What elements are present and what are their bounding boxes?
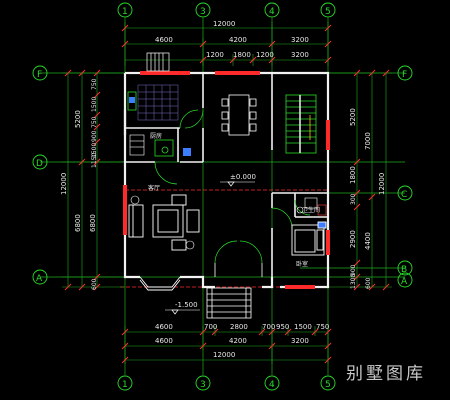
bottom-dim-a5: 950 <box>276 323 289 331</box>
left-upper-dim: 5200 <box>74 110 82 128</box>
top-dim-sub-3: 1200 <box>256 51 274 59</box>
room-tag-bath: 卫生间 <box>302 206 320 214</box>
right-mid-dim-2: 2900 <box>349 230 357 248</box>
bottom-dim-a2: 700 <box>204 323 217 331</box>
axis-left-d: D <box>36 159 43 169</box>
bottom-dim-b1: 4600 <box>155 337 173 345</box>
right-mid-dim: 1800 <box>349 166 357 184</box>
level-marker-entry <box>165 309 200 315</box>
axis-right-f: F <box>402 70 407 80</box>
top-dim-sub-4: 3200 <box>291 51 309 59</box>
axis-bottom-3: 3 <box>200 380 206 390</box>
bottom-dimensions <box>124 326 329 364</box>
bay-window <box>139 276 181 291</box>
right-dim-ticks <box>353 69 390 291</box>
axis-left-a: A <box>36 274 43 284</box>
left-lower-dim: 6800 <box>74 214 82 232</box>
top-dim-1: 4600 <box>155 36 173 44</box>
bottom-dim-b2: 4200 <box>229 337 247 345</box>
right-small-1: 900 <box>350 264 357 276</box>
top-dim-sub-2: 1800 <box>233 51 251 59</box>
axis-right-c: C <box>401 190 407 200</box>
axis-right-b: B <box>401 265 407 275</box>
axis-bottom-5: 5 <box>325 380 331 390</box>
right-small-2: 1300 <box>350 274 357 289</box>
left-bottom-dim: 600 <box>91 278 98 290</box>
bottom-dim-ticks <box>121 328 332 364</box>
left-dim-ticks <box>64 69 101 291</box>
left-lower-dim-2: 6800 <box>89 214 97 232</box>
bath-fixtures <box>127 91 191 157</box>
top-total-dim: 12000 <box>213 20 235 28</box>
level-entry-label: -1.500 <box>175 301 198 309</box>
window-openings <box>123 71 330 289</box>
top-dimensions <box>124 22 329 66</box>
right-total-dim: 12000 <box>378 173 386 195</box>
left-detail-2: 1500 <box>91 97 98 112</box>
dining-table <box>221 94 257 136</box>
axis-top-4: 4 <box>269 7 275 17</box>
bottom-dim-a4: 700 <box>262 323 275 331</box>
right-small-3: 600 <box>365 277 372 289</box>
bottom-total-dim: 12000 <box>213 351 235 359</box>
left-detail-6: 1150 <box>91 153 98 168</box>
bathroom-tiles <box>137 84 179 121</box>
small-bath-fixtures <box>296 197 327 216</box>
top-dim-ticks <box>121 24 332 64</box>
bottom-dim-a7: 750 <box>316 323 329 331</box>
right-dimensions <box>328 72 392 288</box>
left-detail-1: 750 <box>91 78 98 90</box>
staircase <box>285 94 317 154</box>
axis-top-1: 1 <box>122 7 128 17</box>
entry-steps <box>206 287 252 319</box>
left-detail-5: 1500 <box>91 143 98 158</box>
axis-top-3: 3 <box>200 7 206 17</box>
bottom-dim-a1: 4600 <box>155 323 173 331</box>
lower-bath-fixtures <box>129 134 145 156</box>
watermark-text: 别墅图库 <box>346 364 426 384</box>
utility-stair-top-left <box>146 52 170 72</box>
room-tag-kitchen: 厨房 <box>150 132 162 140</box>
axis-left-f: F <box>37 70 42 80</box>
level-main-label: ±0.000 <box>230 173 256 181</box>
right-mid-dim-3: 300 <box>350 193 357 205</box>
axis-top-5: 5 <box>325 7 331 17</box>
bottom-dim-a3: 2800 <box>230 323 248 331</box>
right-detail-dim-1: 7000 <box>364 132 372 150</box>
axis-bottom-4: 4 <box>269 380 275 390</box>
room-tag-bedroom: 卧室 <box>296 260 308 268</box>
bedroom-bed <box>291 221 327 256</box>
axis-bubbles <box>32 2 413 391</box>
bottom-dim-b3: 3200 <box>291 337 309 345</box>
right-detail-dim-2: 4400 <box>364 232 372 250</box>
left-detail-3: 750 <box>91 116 98 128</box>
living-room-sofa <box>128 194 200 251</box>
left-total-dim: 12000 <box>60 173 68 195</box>
left-detail-4: 900 <box>91 130 98 142</box>
red-axis-lines <box>120 189 330 288</box>
entrance-door <box>214 263 263 277</box>
interior-walls <box>125 73 328 277</box>
top-dim-3: 3200 <box>291 36 309 44</box>
level-marker-main <box>220 181 255 187</box>
room-tag-living: 客厅 <box>148 184 160 192</box>
axis-right-a: A <box>401 277 408 287</box>
bath-fixture-blue <box>129 97 135 103</box>
right-upper-dim: 5200 <box>349 108 357 126</box>
left-dimensions <box>62 72 125 288</box>
top-dim-2: 4200 <box>229 36 247 44</box>
bottom-dim-a6: 1500 <box>294 323 312 331</box>
top-dim-sub-1: 1200 <box>206 51 224 59</box>
plant-symbols <box>130 195 195 250</box>
axis-bottom-1: 1 <box>122 380 128 390</box>
